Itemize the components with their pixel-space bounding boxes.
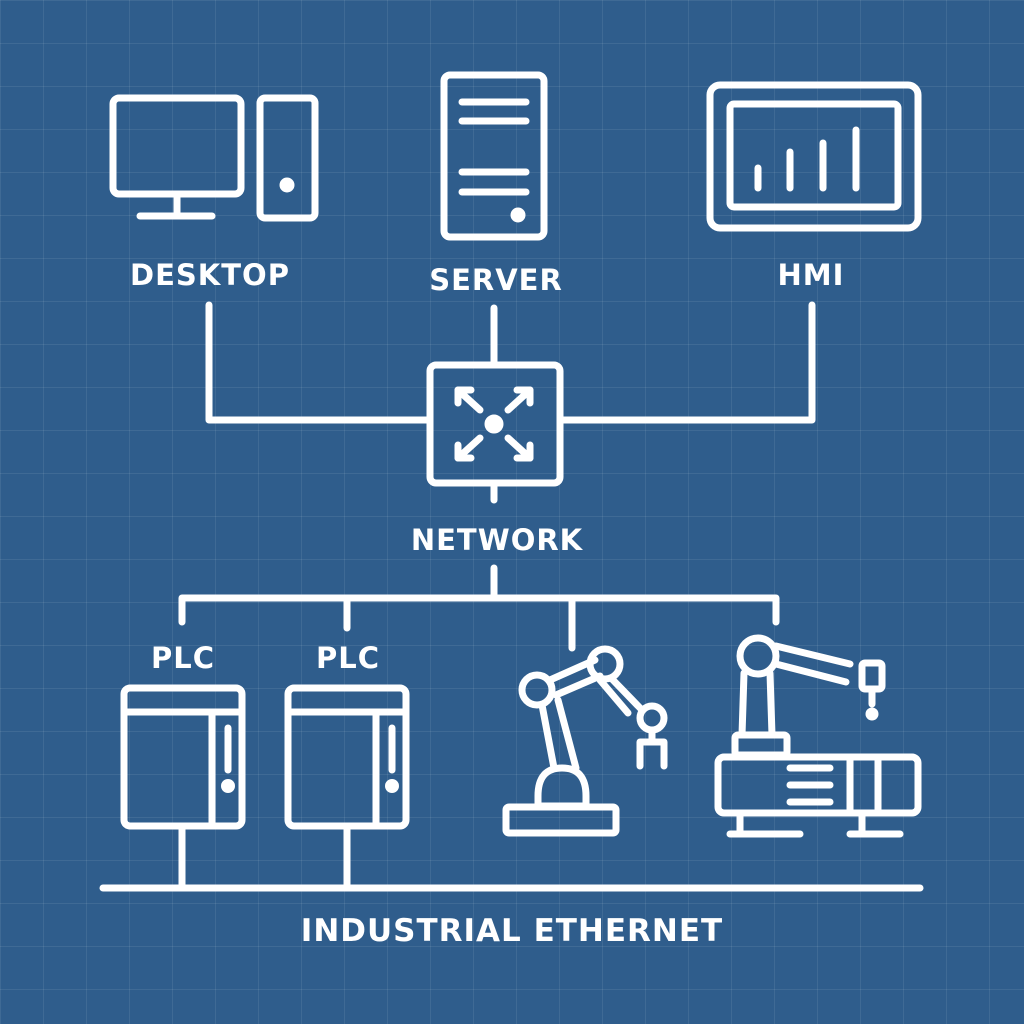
network-switch-icon [426,361,564,487]
network-label: NETWORK [411,523,584,557]
lower-distribution-lines [178,564,780,652]
plc-icon [284,684,410,830]
robot-motor-machine-icon [714,634,922,838]
plc-label-1: PLC [151,641,215,675]
industrial-ethernet-label: INDUSTRIAL ETHERNET [301,913,723,949]
plc-icon [120,684,246,830]
desktop-computer-icon [109,94,319,222]
plc-bus-connections [178,822,351,890]
hmi-panel-icon [706,81,922,232]
robot-arm-icon [502,645,668,837]
plc-label-2: PLC [316,641,380,675]
hmi-label: HMI [778,258,845,292]
upper-connection-lines [205,301,816,504]
desktop-label: DESKTOP [130,258,290,292]
server-label: SERVER [429,263,563,297]
server-tower-icon [440,71,548,241]
